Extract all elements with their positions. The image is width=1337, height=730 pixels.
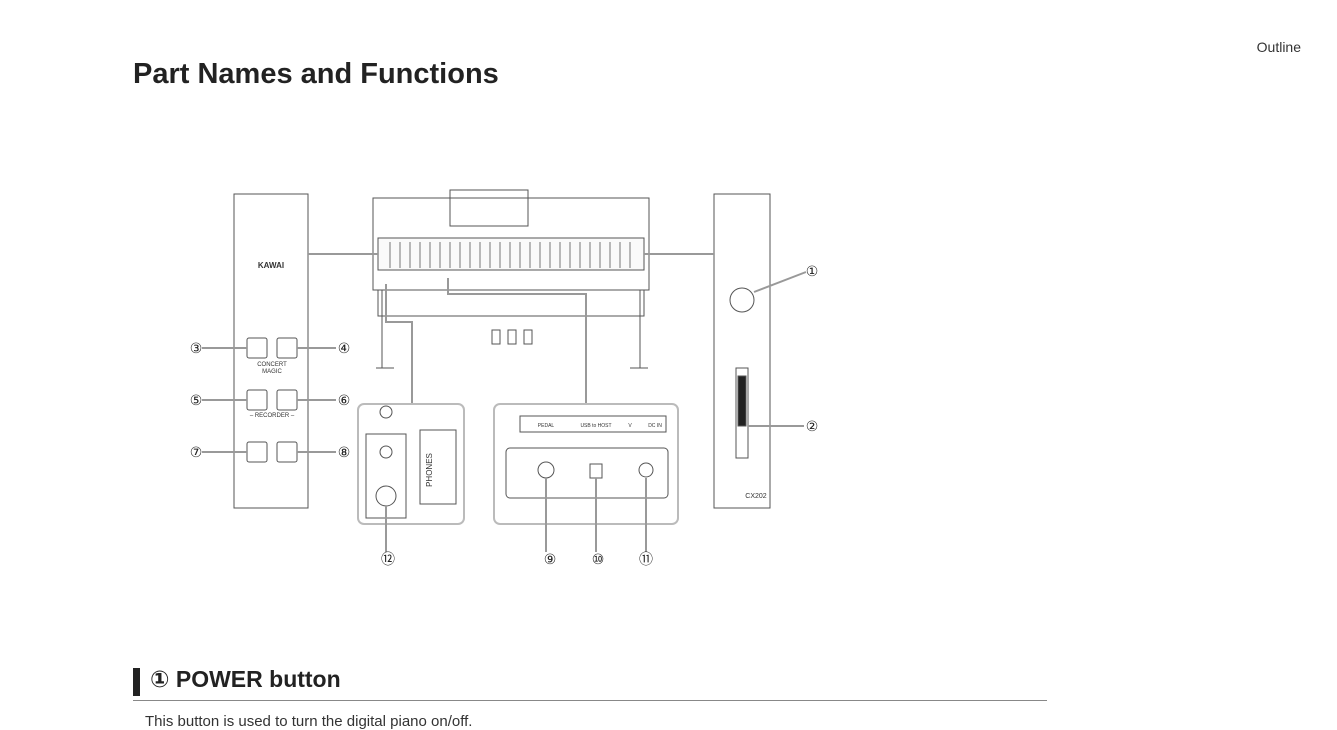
jacks-panel	[493, 403, 679, 525]
section-label: Outline	[1256, 39, 1301, 55]
callout-7: ⑦	[190, 444, 203, 460]
v-label: V	[628, 423, 632, 429]
volume-slider	[735, 367, 749, 459]
callout-11: ⑪	[639, 551, 653, 567]
model-label: CX202	[745, 493, 767, 500]
recorder-label: – RECORDER –	[250, 413, 295, 419]
callout-9: ⑨	[544, 551, 557, 567]
usb-label: USB to HOST	[580, 423, 611, 429]
piano-illustration	[372, 189, 650, 369]
page-title: Part Names and Functions	[133, 58, 499, 90]
power-button	[729, 287, 755, 313]
phones-label: PHONES	[425, 453, 434, 487]
callout-4: ④	[338, 340, 351, 356]
right-control-panel	[713, 193, 771, 509]
phones-panel	[357, 403, 465, 525]
pedal-label: PEDAL	[538, 423, 555, 429]
section-heading-text: ① POWER button	[150, 666, 341, 692]
callout-1: ①	[806, 263, 819, 279]
callout-2: ②	[806, 418, 819, 434]
part-names-diagram: KAWAI CX202 CONCERT MAGIC – RECORDER – P…	[150, 180, 850, 580]
heading-accent-bar	[133, 668, 140, 696]
concert-magic-label-1: CONCERT	[257, 362, 287, 368]
left-control-panel	[233, 193, 309, 509]
callout-6: ⑥	[338, 392, 351, 408]
left-panel-buttons	[246, 337, 298, 463]
callout-3: ③	[190, 340, 203, 356]
concert-magic-label-2: MAGIC	[262, 369, 282, 375]
brand-logo: KAWAI	[258, 261, 284, 270]
callout-5: ⑤	[190, 392, 203, 408]
callout-8: ⑧	[338, 444, 351, 460]
callout-10: ⑩	[592, 551, 605, 567]
section-heading: ① POWER button	[133, 666, 1047, 701]
callout-12: ⑫	[381, 551, 395, 567]
dc-in-label: DC IN	[648, 423, 662, 429]
